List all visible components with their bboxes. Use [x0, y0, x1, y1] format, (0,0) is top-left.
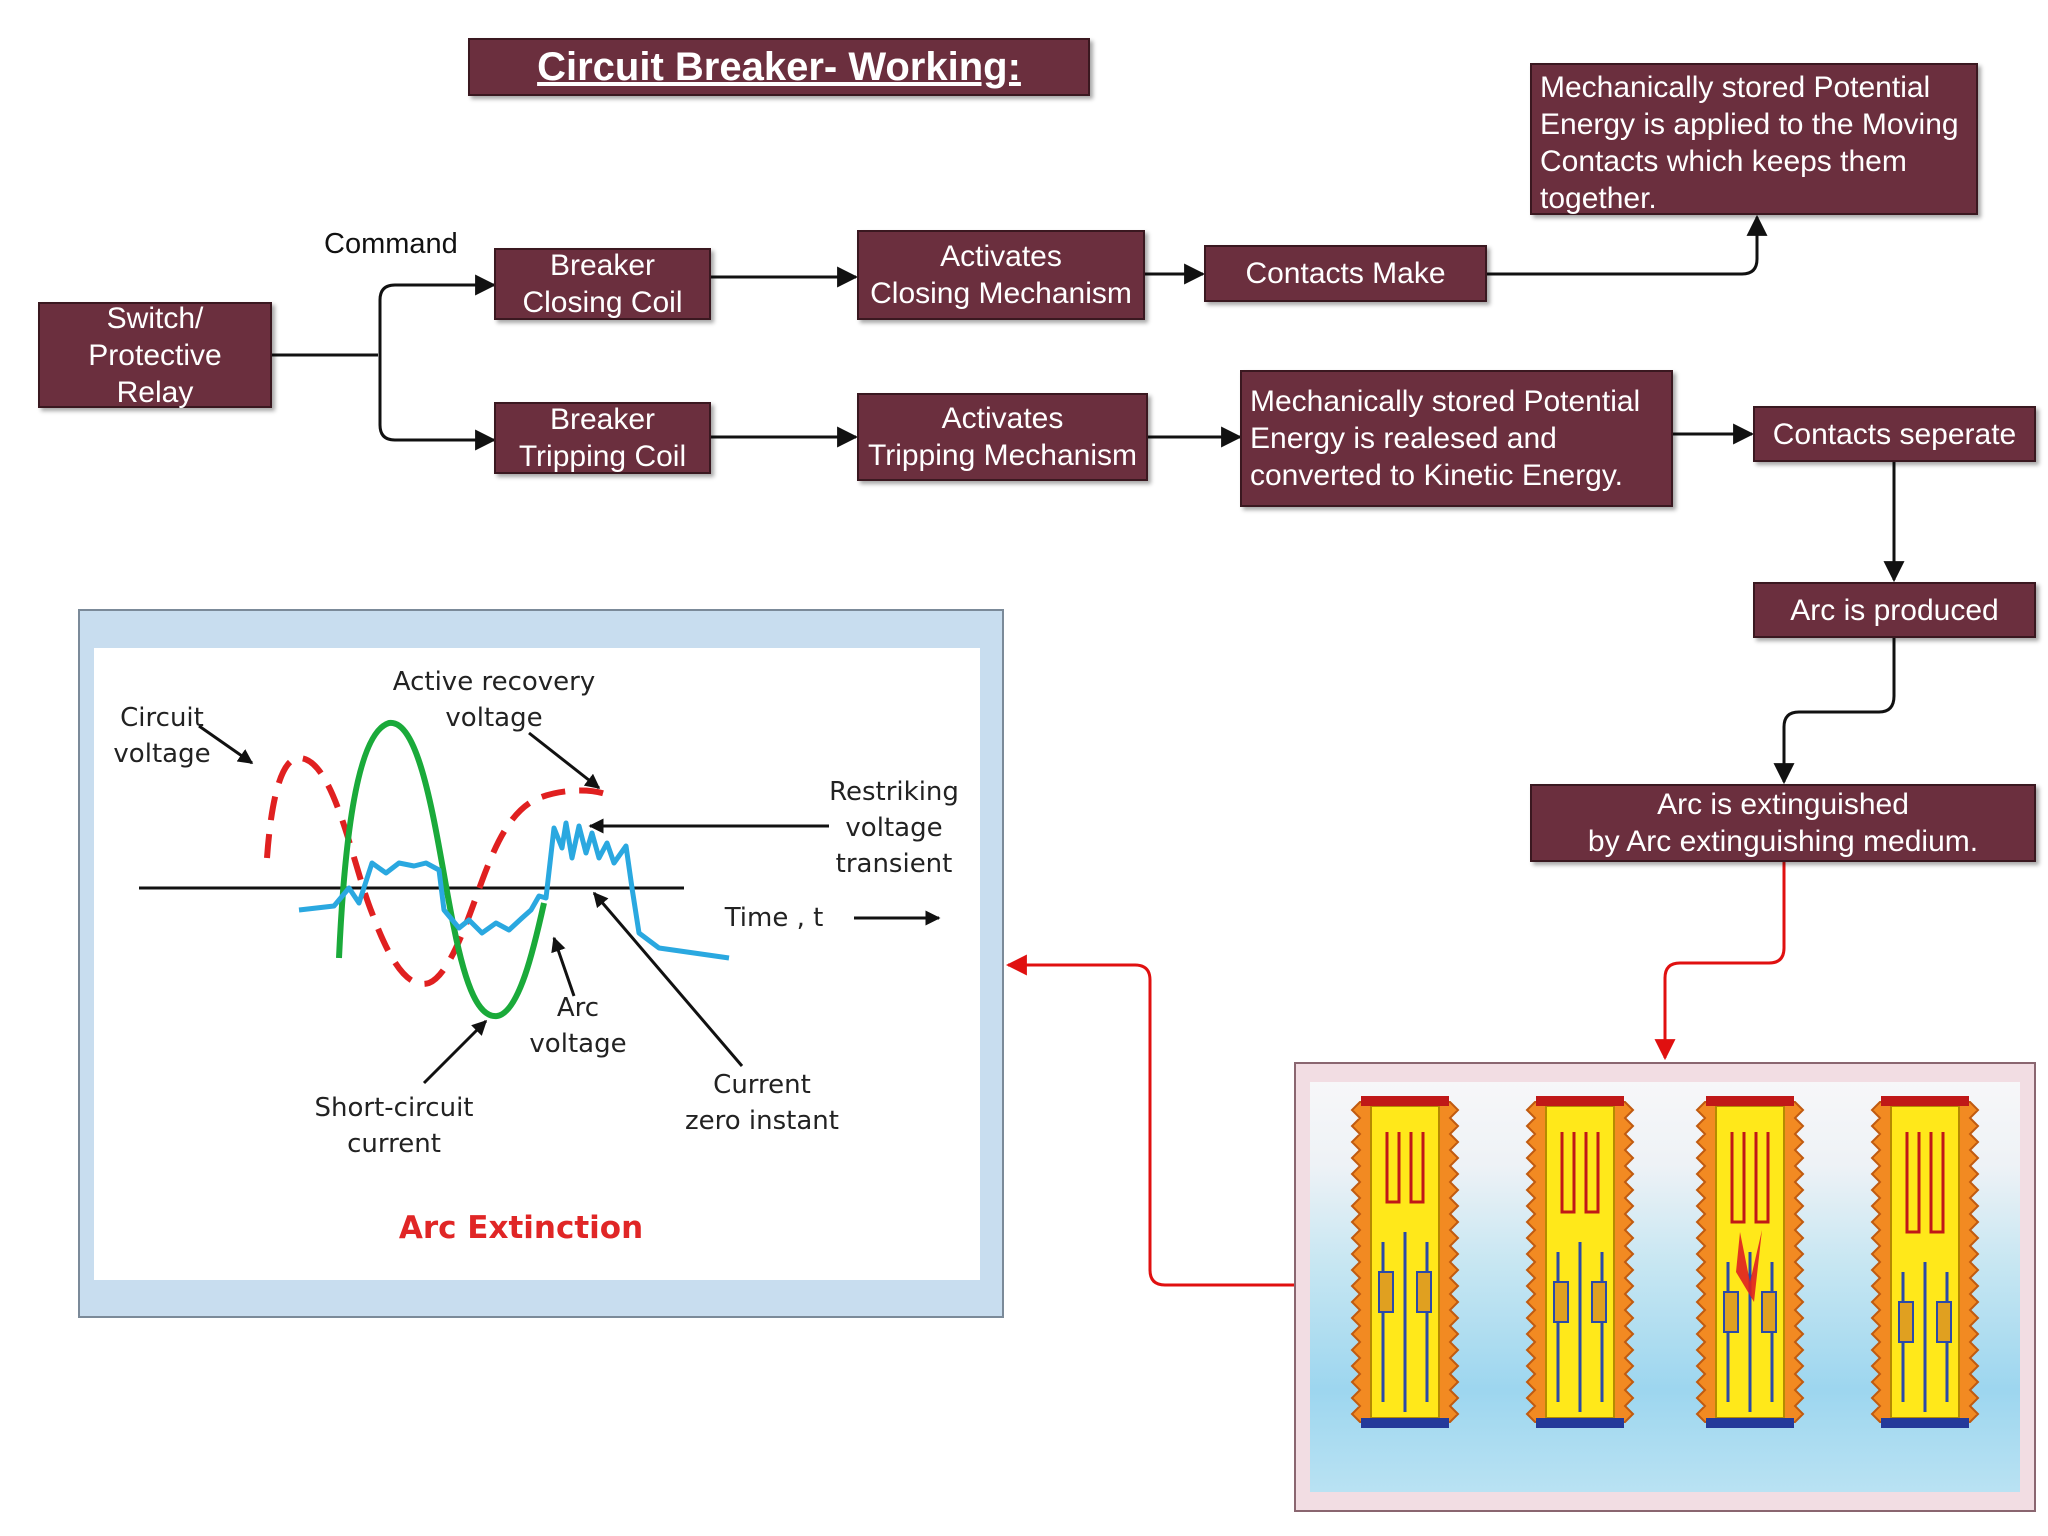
- arc-produced-to-extinguished-arrow: [1773, 638, 1896, 785]
- arc-extinction-plot-area: Circuit voltage Active recovery voltage Re…: [94, 648, 980, 1280]
- bottom-flange: [1536, 1418, 1624, 1428]
- piston-right: [1936, 1301, 1952, 1343]
- waveform-svg: Circuit voltage Active recovery voltage Re…: [113, 667, 959, 1246]
- closing-coil-box: Breaker Closing Coil: [494, 248, 711, 320]
- page-title: Circuit Breaker- Working:: [468, 38, 1090, 96]
- bottom-flange: [1706, 1418, 1794, 1428]
- arc-voltage-pointer: [551, 936, 576, 997]
- bottom-flange: [1361, 1418, 1449, 1428]
- stored-energy-applied-box: Mechanically stored Potential Energy is …: [1530, 63, 1978, 215]
- restriking-line2: voltage: [845, 813, 942, 843]
- contacts-separate-box: Contacts seperate: [1753, 406, 2036, 462]
- piston-right: [1591, 1281, 1607, 1323]
- current-zero-line2: zero instant: [685, 1106, 839, 1136]
- arc-voltage-label: Arc voltage: [529, 993, 626, 1059]
- relay-box: Switch/ Protective Relay: [38, 302, 272, 409]
- circuit-voltage-label: Circuit voltage: [113, 703, 210, 769]
- short-circuit-current-curve: [336, 720, 547, 1020]
- moving-contact: [1556, 1242, 1604, 1412]
- active-recovery-line1: Active recovery: [393, 667, 595, 697]
- time-label: Time , t: [724, 903, 824, 933]
- short-circuit-label: Short-circuit current: [315, 1093, 474, 1159]
- command-label: Command: [324, 228, 458, 260]
- interrupter-panel: [1294, 1062, 2036, 1512]
- interrupter-unit: [1695, 1096, 1805, 1428]
- contacts-make-to-energy-arrow: [1487, 214, 1768, 276]
- interrupter-to-waveform-arrow: [1005, 954, 1294, 1287]
- piston-left: [1378, 1271, 1394, 1313]
- arc-extinguished-box: Arc is extinguished by Arc extinguishing…: [1530, 784, 2036, 862]
- restriking-label: Restriking voltage transient: [829, 777, 959, 879]
- piston-right: [1761, 1291, 1777, 1333]
- arc-voltage-curve: [298, 820, 730, 961]
- fixed-contact: [1905, 1132, 1945, 1234]
- arc-voltage-line1: Arc: [557, 993, 599, 1023]
- arc-extinction-panel: Circuit voltage Active recovery voltage Re…: [78, 609, 1004, 1318]
- arc-produced-box: Arc is produced: [1753, 582, 2036, 638]
- moving-contact: [1381, 1232, 1429, 1412]
- activates-closing-box: Activates Closing Mechanism: [857, 230, 1145, 320]
- active-recovery-pointer: [528, 731, 601, 790]
- short-circuit-pointer: [422, 1019, 488, 1085]
- interrupter-unit: [1350, 1096, 1460, 1428]
- short-circuit-line1: Short-circuit: [315, 1093, 474, 1123]
- piston-right: [1416, 1271, 1432, 1313]
- extinguished-to-interrupter-arrow: [1654, 862, 1786, 1061]
- current-zero-pointer: [592, 891, 744, 1067]
- interrupter-unit: [1870, 1096, 1980, 1428]
- arc-voltage-line2: voltage: [529, 1029, 626, 1059]
- active-recovery-line2: voltage: [445, 703, 542, 733]
- circuit-voltage-pointer: [198, 724, 254, 765]
- fixed-contact: [1560, 1132, 1600, 1214]
- interrupter-illustration: [1310, 1082, 2020, 1492]
- top-flange: [1361, 1096, 1449, 1106]
- active-recovery-label: Active recovery voltage: [393, 667, 595, 733]
- current-zero-label: Current zero instant: [685, 1070, 839, 1136]
- interrupter-unit: [1525, 1096, 1635, 1428]
- piston-left: [1898, 1301, 1914, 1343]
- arc-extinction-caption: Arc Extinction: [399, 1210, 643, 1246]
- fixed-contact: [1385, 1132, 1425, 1204]
- piston-left: [1723, 1291, 1739, 1333]
- stored-energy-released-box: Mechanically stored Potential Energy is …: [1240, 370, 1673, 507]
- short-circuit-line2: current: [347, 1129, 441, 1159]
- restriking-line1: Restriking: [829, 777, 959, 807]
- restriking-line3: transient: [836, 849, 953, 879]
- top-flange: [1881, 1096, 1969, 1106]
- activates-tripping-box: Activates Tripping Mechanism: [857, 393, 1148, 481]
- top-flange: [1536, 1096, 1624, 1106]
- circuit-voltage-line1: Circuit: [120, 703, 204, 733]
- interrupter-svg: [1350, 1096, 1980, 1428]
- current-zero-line1: Current: [713, 1070, 811, 1100]
- circuit-voltage-line2: voltage: [113, 739, 210, 769]
- fixed-contact: [1730, 1132, 1770, 1224]
- command-to-closing-arrow: [378, 274, 497, 355]
- arc-flash: [1736, 1230, 1762, 1302]
- top-flange: [1706, 1096, 1794, 1106]
- contacts-make-box: Contacts Make: [1204, 245, 1487, 302]
- tripping-coil-box: Breaker Tripping Coil: [494, 402, 711, 474]
- piston-left: [1553, 1281, 1569, 1323]
- command-to-tripping-arrow: [378, 355, 497, 451]
- bottom-flange: [1881, 1418, 1969, 1428]
